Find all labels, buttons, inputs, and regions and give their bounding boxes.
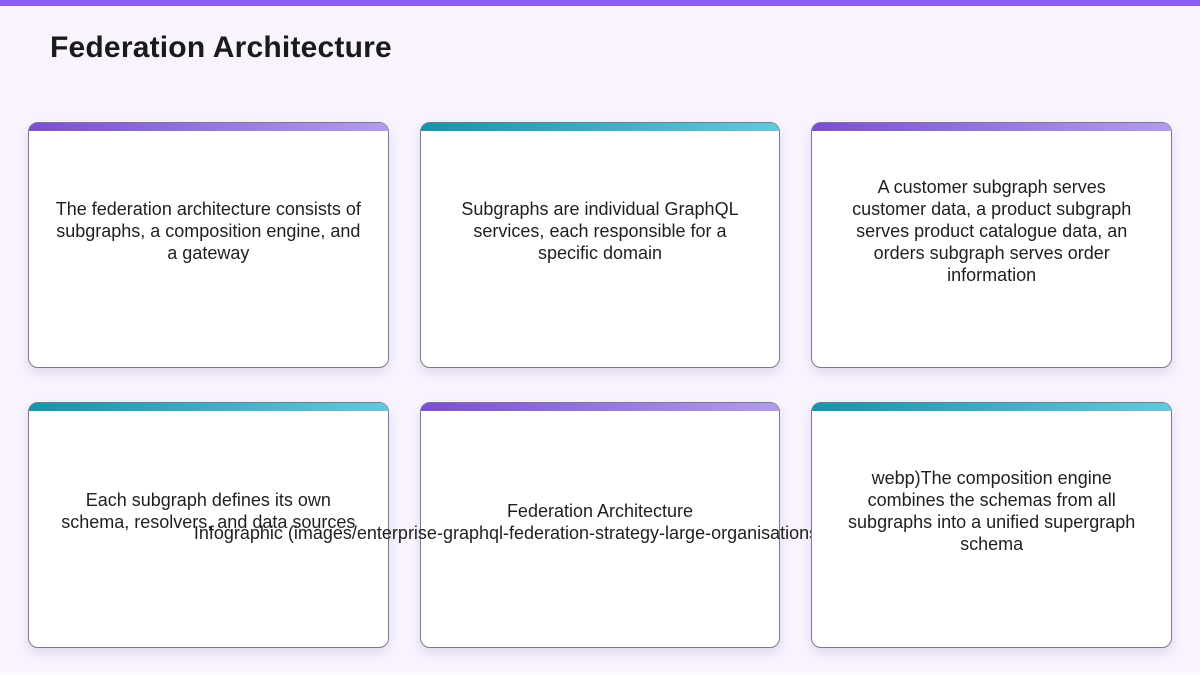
- card-accent-strip-purple: [29, 123, 388, 131]
- card-text: webp)The composition engine combines the…: [848, 468, 1136, 554]
- card-body: webp)The composition engine combines the…: [812, 403, 1171, 647]
- overflowing-image-path-text: Infographic (images/enterprise-graphql-f…: [193, 523, 819, 543]
- card-accent-strip-teal: [420, 123, 780, 131]
- card-grid: The federation architecture consists of …: [28, 122, 1172, 648]
- card-text-line1: Federation Architecture: [506, 501, 694, 521]
- card-federation-overview: The federation architecture consists of …: [28, 122, 389, 368]
- card-composition-engine: webp)The composition engine combines the…: [811, 402, 1172, 648]
- card-subgraph-schema: Each subgraph defines its own schema, re…: [28, 402, 389, 648]
- card-body: Federation Architecture Infographic (ima…: [194, 403, 818, 647]
- card-subgraphs-definition: Subgraphs are individual GraphQL service…: [419, 122, 781, 368]
- card-accent-strip-teal: [29, 403, 388, 411]
- card-accent-strip-teal: [812, 403, 1171, 411]
- page-title: Federation Architecture: [50, 31, 392, 64]
- card-text: The federation architecture consists of …: [55, 199, 361, 263]
- card-federation-architecture-infographic: Federation Architecture Infographic (ima…: [194, 402, 818, 648]
- card-accent-strip-purple: [812, 123, 1171, 131]
- card-text: A customer subgraph serves customer data…: [852, 177, 1132, 285]
- card-body: The federation architecture consists of …: [29, 123, 388, 367]
- card-text: Subgraphs are individual GraphQL service…: [461, 199, 739, 263]
- top-accent-bar: [0, 0, 1200, 6]
- card-text: Federation Architecture Infographic (ima…: [194, 500, 818, 543]
- card-body: Subgraphs are individual GraphQL service…: [421, 123, 780, 367]
- bottom-edge-strip: [0, 672, 1200, 675]
- card-body: Each subgraph defines its own schema, re…: [29, 403, 388, 647]
- card-text: Each subgraph defines its own schema, re…: [61, 490, 356, 532]
- card-body: A customer subgraph serves customer data…: [812, 123, 1171, 367]
- card-subgraph-examples: A customer subgraph serves customer data…: [811, 122, 1172, 368]
- card-accent-strip-purple: [420, 403, 780, 411]
